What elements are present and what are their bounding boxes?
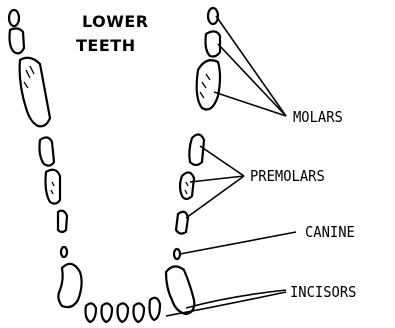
premolars-leader-3	[186, 176, 244, 218]
label-premolars: PREMOLARS	[250, 169, 325, 184]
left-small-tooth	[61, 247, 67, 257]
incisors-leader-1	[186, 290, 286, 308]
left-second-molar	[10, 28, 25, 53]
molars-leader-1	[216, 16, 286, 116]
right-canine-and-small	[174, 212, 188, 259]
left-incisor-large	[58, 264, 81, 307]
premolars-leader-1	[200, 146, 244, 176]
left-premolars	[40, 137, 61, 203]
right-second-molar	[206, 31, 221, 56]
left-molars	[9, 10, 50, 126]
label-canine: CANINE	[305, 225, 355, 240]
right-premolar-1	[189, 134, 204, 165]
right-first-molar	[197, 60, 220, 109]
label-molars: MOLARS	[293, 110, 343, 125]
left-lateral-incisor	[58, 264, 81, 307]
left-first-molar	[20, 58, 50, 127]
right-canine	[176, 212, 188, 234]
left-canine-and-small	[58, 211, 67, 257]
left-third-molar	[9, 10, 19, 26]
right-small-tooth	[174, 249, 180, 259]
left-canine	[58, 211, 67, 232]
left-premolar-2	[46, 170, 61, 204]
right-premolar-2	[180, 172, 194, 199]
left-premolar-1	[40, 137, 55, 165]
right-premolars	[180, 134, 204, 199]
front-incisors	[86, 298, 161, 322]
label-incisors: INCISORS	[290, 285, 356, 300]
right-molars	[197, 8, 220, 110]
canine-leader	[180, 232, 296, 254]
